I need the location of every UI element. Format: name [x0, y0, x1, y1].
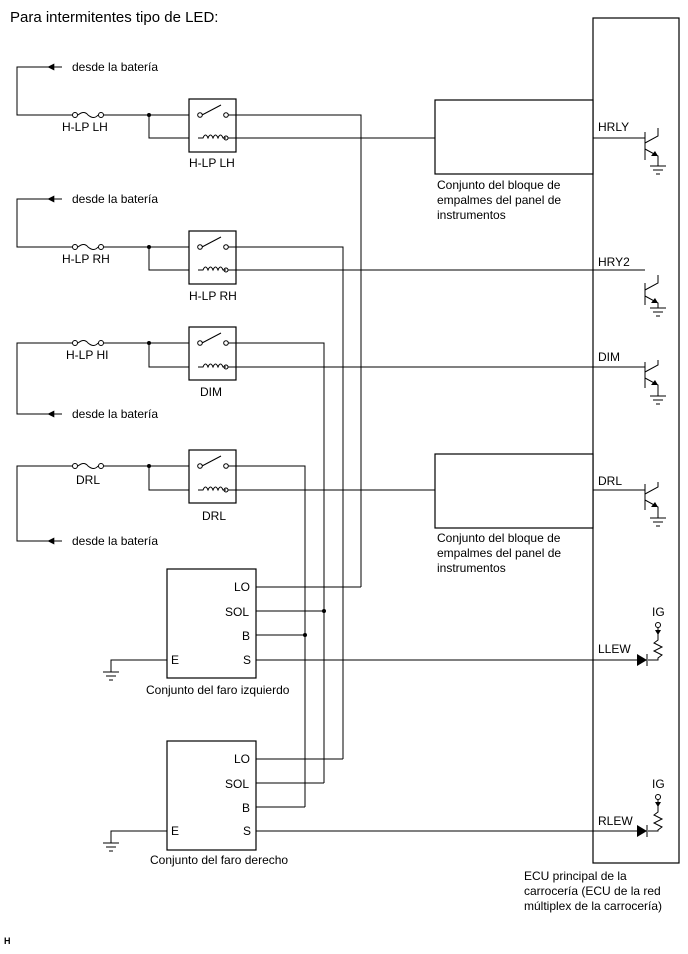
pin-sol: SOL: [225, 777, 249, 791]
right-headlamp-label: Conjunto del faro derecho: [150, 853, 288, 867]
ig-label: IG: [652, 605, 665, 619]
relay-label: DIM: [200, 385, 222, 399]
pin-e: E: [171, 824, 179, 838]
relay-label: H-LP LH: [189, 156, 235, 170]
junction-block-label: Conjunto del bloque de empalmes del pane…: [437, 178, 564, 222]
junction-block-bottom: [434, 453, 594, 529]
signal-rlew: RLEW: [598, 814, 633, 828]
rlew-input: IG: [593, 777, 665, 837]
junction-block-top: [434, 99, 594, 175]
pin-s: S: [243, 824, 251, 838]
fuse-hlp-hi: [72, 340, 104, 346]
left-headlamp-assembly: LO SOL B S E Conjunto del faro izquierdo: [103, 568, 593, 697]
pin-b: B: [242, 629, 250, 643]
left-headlamp-label: Conjunto del faro izquierdo: [146, 683, 290, 697]
pin-lo: LO: [234, 752, 250, 766]
fuse-label: DRL: [76, 473, 100, 487]
junction-block-label: Conjunto del bloque de empalmes del pane…: [437, 531, 564, 575]
signal-llew: LLEW: [598, 642, 631, 656]
signal-hry2: HRY2: [598, 255, 630, 269]
fuse-label: H-LP LH: [62, 120, 108, 134]
figure-code: H: [4, 936, 11, 946]
pin-sol: SOL: [225, 605, 249, 619]
pin-b: B: [242, 801, 250, 815]
transistor-dim: [593, 360, 666, 405]
signal-dim: DIM: [598, 350, 620, 364]
from-battery-label: desde la batería: [72, 60, 158, 74]
transistor-drl: [593, 482, 666, 527]
pin-s: S: [243, 653, 251, 667]
circuit-drl: desde la batería DRL DRL: [16, 449, 593, 807]
from-battery-label: desde la batería: [72, 192, 158, 206]
pin-e: E: [171, 653, 179, 667]
relay-hlp-lh: [188, 98, 237, 153]
transistor-hry2: [593, 269, 666, 317]
fuse-label: H-LP RH: [62, 252, 110, 266]
pin-lo: LO: [234, 580, 250, 594]
ecu-label: ECU principal de la carrocería (ECU de l…: [524, 869, 664, 913]
signal-hrly: HRLY: [598, 120, 629, 134]
ecu-box: [592, 17, 680, 864]
relay-label: H-LP RH: [189, 289, 237, 303]
from-battery-label: desde la batería: [72, 407, 158, 421]
ig-label: IG: [652, 777, 665, 791]
relay-label: DRL: [202, 509, 226, 523]
fuse-label: H-LP HI: [66, 348, 108, 362]
right-headlamp-assembly: LO SOL B S E Conjunto del faro derecho: [103, 740, 593, 867]
page-title: Para intermitentes tipo de LED:: [10, 9, 218, 26]
transistor-hrly: [593, 128, 666, 175]
relay-dim: [188, 326, 237, 381]
fuse-hlp-lh: [72, 112, 104, 118]
signal-drl: DRL: [598, 474, 622, 488]
from-battery-label: desde la batería: [72, 534, 158, 548]
circuit-hlp-rh: desde la batería H-LP RH H-LP RH: [16, 192, 593, 759]
fuse-hlp-rh: [72, 244, 104, 250]
relay-hlp-rh: [188, 230, 237, 285]
relay-drl: [188, 449, 237, 504]
fuse-drl: [72, 463, 104, 469]
llew-input: IG: [593, 605, 665, 666]
circuit-dim: desde la batería H-LP HI DIM: [16, 326, 593, 783]
circuit-hlp-lh: desde la batería H-LP LH H-LP LH: [16, 60, 593, 587]
